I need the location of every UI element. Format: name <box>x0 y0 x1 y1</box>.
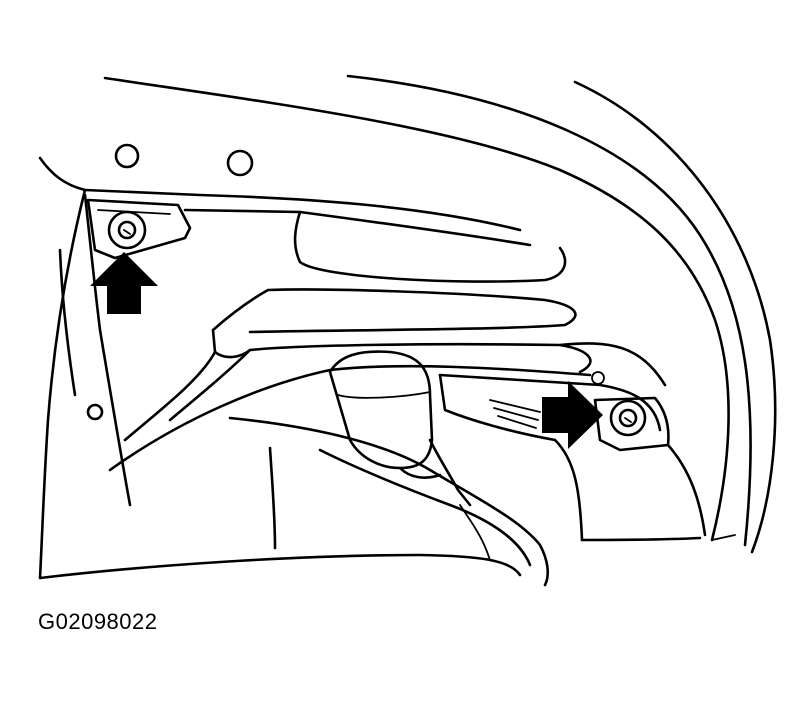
figure-id-label: G02098022 <box>38 609 158 634</box>
upper-panel <box>38 143 522 232</box>
bolt-icon <box>107 210 147 250</box>
bolt-icon <box>609 399 647 437</box>
bolt-icon <box>618 408 638 428</box>
panel-hole <box>114 143 140 169</box>
bolt-icon <box>117 220 137 240</box>
right-bracket <box>593 396 670 452</box>
liner-hole <box>591 371 605 385</box>
left-pillar <box>38 188 132 580</box>
center-mount <box>328 350 662 507</box>
arrow-right-icon <box>542 381 603 449</box>
lower-structure <box>38 416 707 587</box>
arrow-up-icon <box>90 252 158 314</box>
pillar-hole <box>86 403 104 421</box>
left-bracket <box>86 198 192 260</box>
fender-outer-edge <box>103 74 777 554</box>
panel-hole <box>226 149 254 177</box>
